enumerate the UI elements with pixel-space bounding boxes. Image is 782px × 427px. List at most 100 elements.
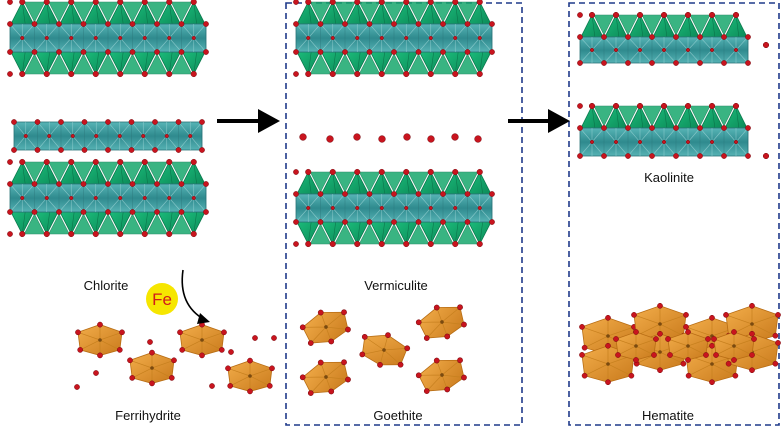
tetrahedron-edge (144, 51, 148, 75)
tetrahedron-edge (332, 221, 336, 245)
oxygen-atom (476, 168, 483, 176)
oxygen-atom (577, 103, 583, 109)
tetrahedron-edge (639, 105, 644, 129)
iron-octahedron (613, 329, 659, 363)
oxygen-atom (199, 147, 205, 153)
tetrahedron-edge (144, 1, 148, 25)
oxygen-atom (697, 125, 703, 131)
tetrahedron (170, 53, 193, 75)
oxygen-atom (31, 209, 38, 215)
oxygen-atom (453, 205, 458, 211)
tetrahedron (72, 1, 95, 23)
oxygen-atom (391, 49, 397, 55)
oxygen-atom (476, 70, 483, 78)
oxygen-atom (31, 21, 38, 27)
oxygen-atom (56, 181, 62, 187)
oxygen-atom (203, 181, 209, 187)
oxygen-atom (299, 324, 306, 331)
oxygen-atom (203, 49, 209, 55)
oxygen-atom (673, 60, 679, 66)
oxygen-atom (105, 209, 111, 215)
oxygen-atom (685, 47, 691, 53)
tetrahedron-edge (168, 161, 173, 185)
oxygen-atom (129, 49, 136, 55)
oxygen-atom (105, 181, 111, 187)
tetrahedron-edge (70, 1, 75, 25)
oxygen-atom (379, 35, 384, 41)
oxygen-atom (317, 49, 324, 55)
oxygen-atom (415, 191, 422, 197)
tetrahedron (593, 105, 615, 127)
tetrahedron-edge (405, 1, 410, 25)
oxygen-atom (708, 102, 716, 110)
oxygen-atom (665, 336, 671, 342)
tetrahedron-edge (356, 51, 361, 75)
oxygen-atom (474, 135, 482, 143)
tetrahedron (309, 223, 332, 245)
oxygen-atom (190, 158, 197, 166)
oxygen-atom (673, 125, 679, 131)
oxygen-atom (725, 360, 732, 367)
oxygen-atom (615, 352, 621, 358)
oxygen-atom (19, 158, 26, 166)
oxygen-atom (293, 219, 299, 225)
oxygen-atom (328, 338, 335, 345)
oxygen-atom (461, 321, 467, 328)
tetrahedron (48, 1, 70, 23)
tetrahedron-edge (735, 105, 740, 129)
oxygen-atom (366, 219, 373, 225)
fe-release-arrow (181, 269, 210, 324)
oxygen-atom (105, 119, 111, 125)
tetrahedron (713, 105, 735, 127)
oxygen-atom (68, 70, 75, 78)
oxygen-atom (731, 357, 737, 363)
tetrahedron-edge (168, 1, 173, 25)
oxygen-atom (403, 0, 410, 6)
tetrahedron (121, 213, 144, 235)
oxygen-atom (660, 102, 668, 110)
tetrahedron (665, 14, 687, 36)
oxygen-atom (354, 0, 361, 6)
tetrahedron (97, 1, 119, 23)
chlorite-label: Chlorite (84, 278, 129, 293)
oxygen-atom (247, 357, 253, 364)
oxygen-atom (366, 49, 373, 55)
oxygen-atom (613, 139, 619, 145)
oxygen-atom (354, 240, 361, 248)
oxygen-atom (633, 357, 639, 363)
tetrahedron-edge (95, 161, 99, 185)
oxygen-atom (415, 319, 422, 326)
oxygen-atom (477, 35, 482, 41)
oxygen-atom (175, 119, 182, 125)
oxygen-atom (94, 133, 99, 139)
oxygen-atom (684, 11, 692, 19)
tetrahedron (97, 161, 119, 183)
oxygen-atom (227, 383, 234, 389)
tetrahedron-edge (405, 51, 410, 75)
oxygen-atom (745, 125, 751, 131)
oxygen-atom (657, 330, 663, 337)
oxygen-atom (403, 133, 411, 141)
oxygen-atom (317, 191, 324, 197)
tetrahedron (170, 161, 193, 183)
oxygen-atom (92, 70, 99, 78)
oxygen-atom (657, 367, 663, 374)
tetrahedron-edge (307, 1, 312, 25)
tetrahedron (407, 171, 430, 193)
oxygen-atom (23, 133, 28, 139)
oxygen-atom (149, 380, 155, 387)
oxygen-atom (378, 0, 385, 6)
tetrahedron-edge (46, 211, 50, 235)
tetrahedron-edge (95, 1, 99, 25)
tetrahedron (334, 53, 356, 75)
oxygen-atom (252, 335, 258, 341)
oxygen-atom (745, 60, 751, 66)
tetrahedron-edge (479, 51, 483, 75)
tetrahedron (121, 1, 144, 23)
oxygen-atom (433, 304, 440, 311)
oxygen-atom (709, 379, 715, 386)
oxygen-atom (366, 21, 373, 27)
oxygen-atom (489, 49, 495, 55)
tetrahedron-edge (479, 171, 483, 195)
oxygen-atom (293, 21, 299, 27)
